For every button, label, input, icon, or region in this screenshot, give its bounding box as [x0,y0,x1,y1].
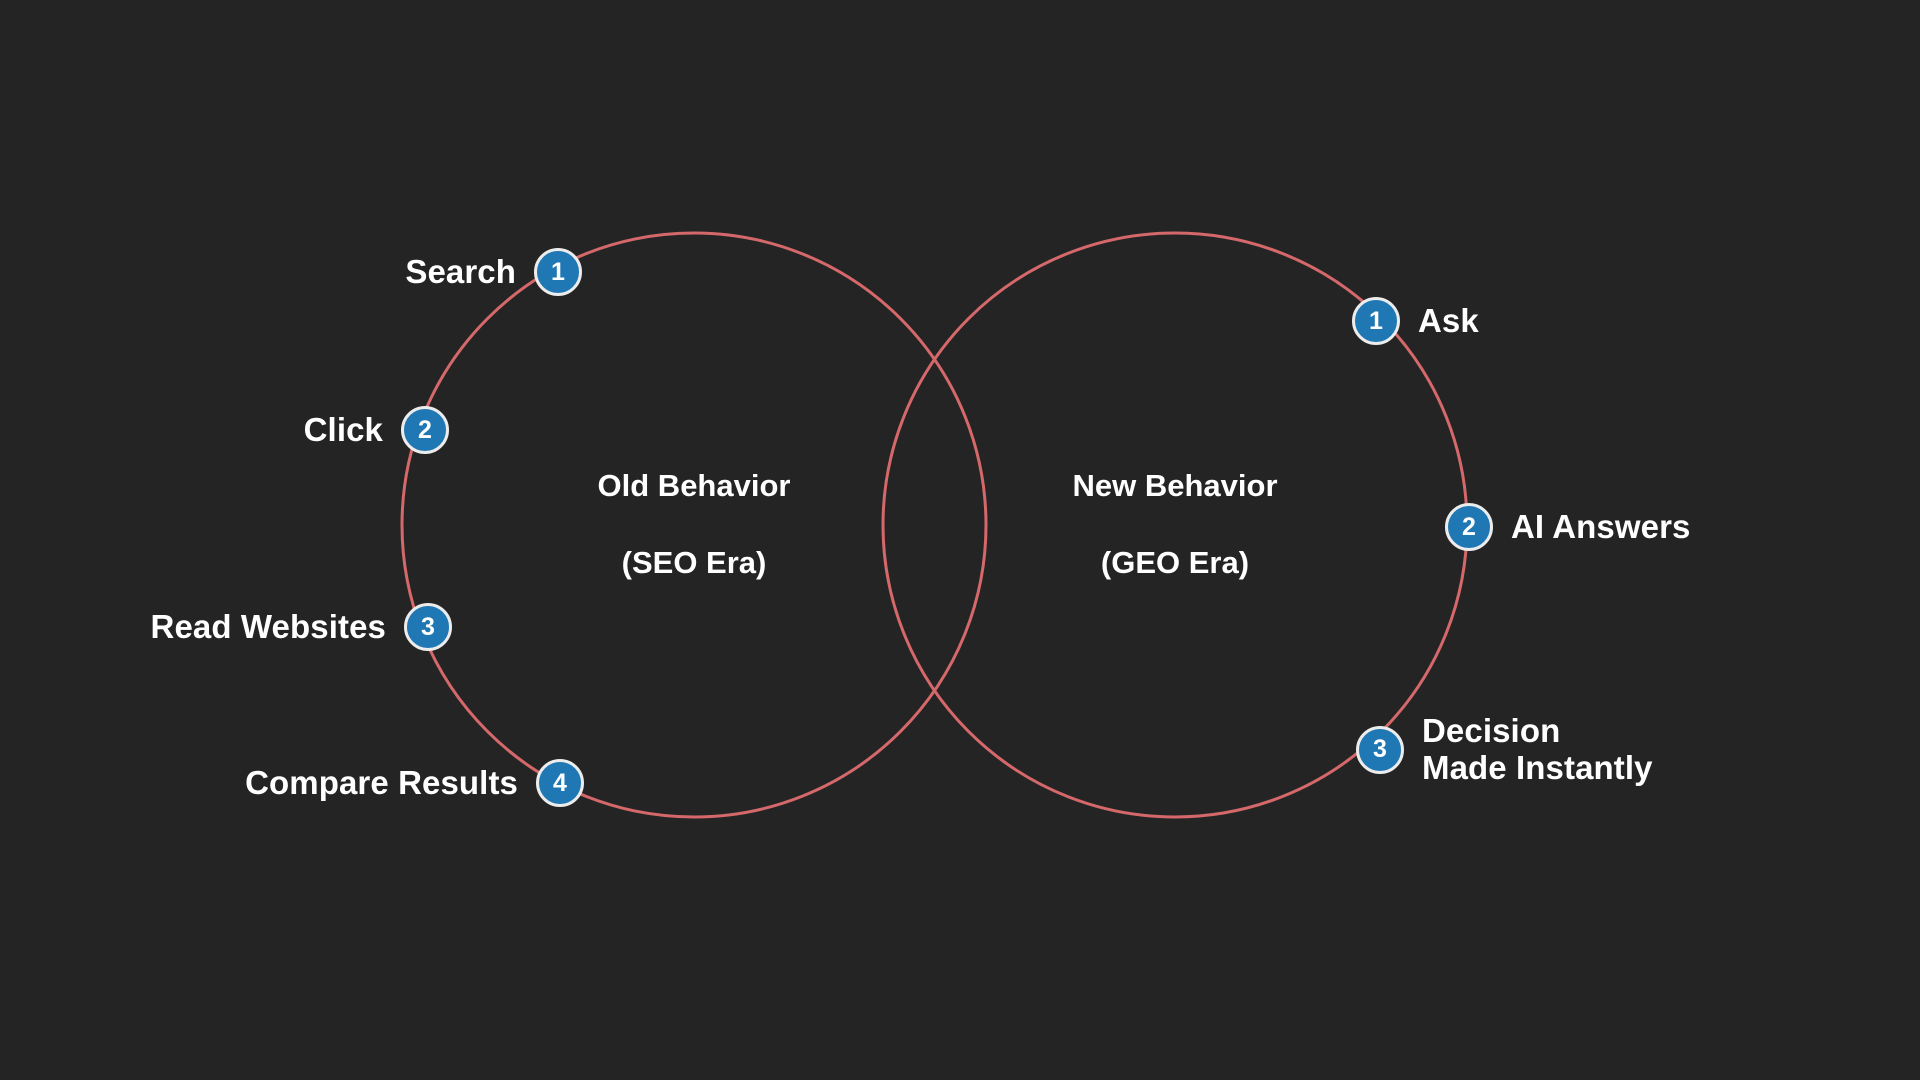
step-label-old-4: Compare Results [245,763,518,801]
step-node-old-2[interactable]: Click 2 [0,406,449,454]
step-badge-old-1[interactable]: 1 [534,248,582,296]
step-label-new-3-line1: Decision [1422,712,1561,749]
set-title-new-behavior: New Behavior (GEO Era) [1072,428,1277,622]
step-label-new-3-line2: Made Instantly [1422,748,1653,786]
step-node-new-2[interactable]: 2 AI Answers [1445,503,1691,551]
step-label-new-3: Decision Made Instantly [1422,712,1653,787]
set-title-new-behavior-line1: New Behavior [1072,467,1278,503]
step-badge-old-2[interactable]: 2 [401,406,449,454]
step-label-old-1: Search [405,252,516,290]
step-badge-new-1[interactable]: 1 [1352,297,1400,345]
set-title-new-behavior-line2: (GEO Era) [1100,545,1250,581]
step-label-old-2: Click [303,410,383,448]
step-node-new-3[interactable]: 3 Decision Made Instantly [1356,712,1653,787]
step-badge-new-3[interactable]: 3 [1356,725,1404,774]
step-label-new-2: AI Answers [1511,507,1691,545]
step-label-old-3: Read Websites [150,607,386,645]
set-title-old-behavior-line2: (SEO Era) [621,545,767,581]
step-badge-old-3[interactable]: 3 [404,603,452,651]
step-label-new-1: Ask [1418,301,1479,339]
step-badge-new-2[interactable]: 2 [1445,503,1493,551]
step-node-old-1[interactable]: Search 1 [0,248,582,296]
step-node-old-4[interactable]: Compare Results 4 [0,759,584,807]
step-node-new-1[interactable]: 1 Ask [1352,297,1479,345]
step-badge-old-4[interactable]: 4 [536,759,584,807]
set-title-old-behavior-line1: Old Behavior [597,467,791,503]
step-node-old-3[interactable]: Read Websites 3 [0,603,452,651]
venn-circle-old-behavior [400,231,988,819]
set-title-old-behavior: Old Behavior (SEO Era) [598,428,791,622]
